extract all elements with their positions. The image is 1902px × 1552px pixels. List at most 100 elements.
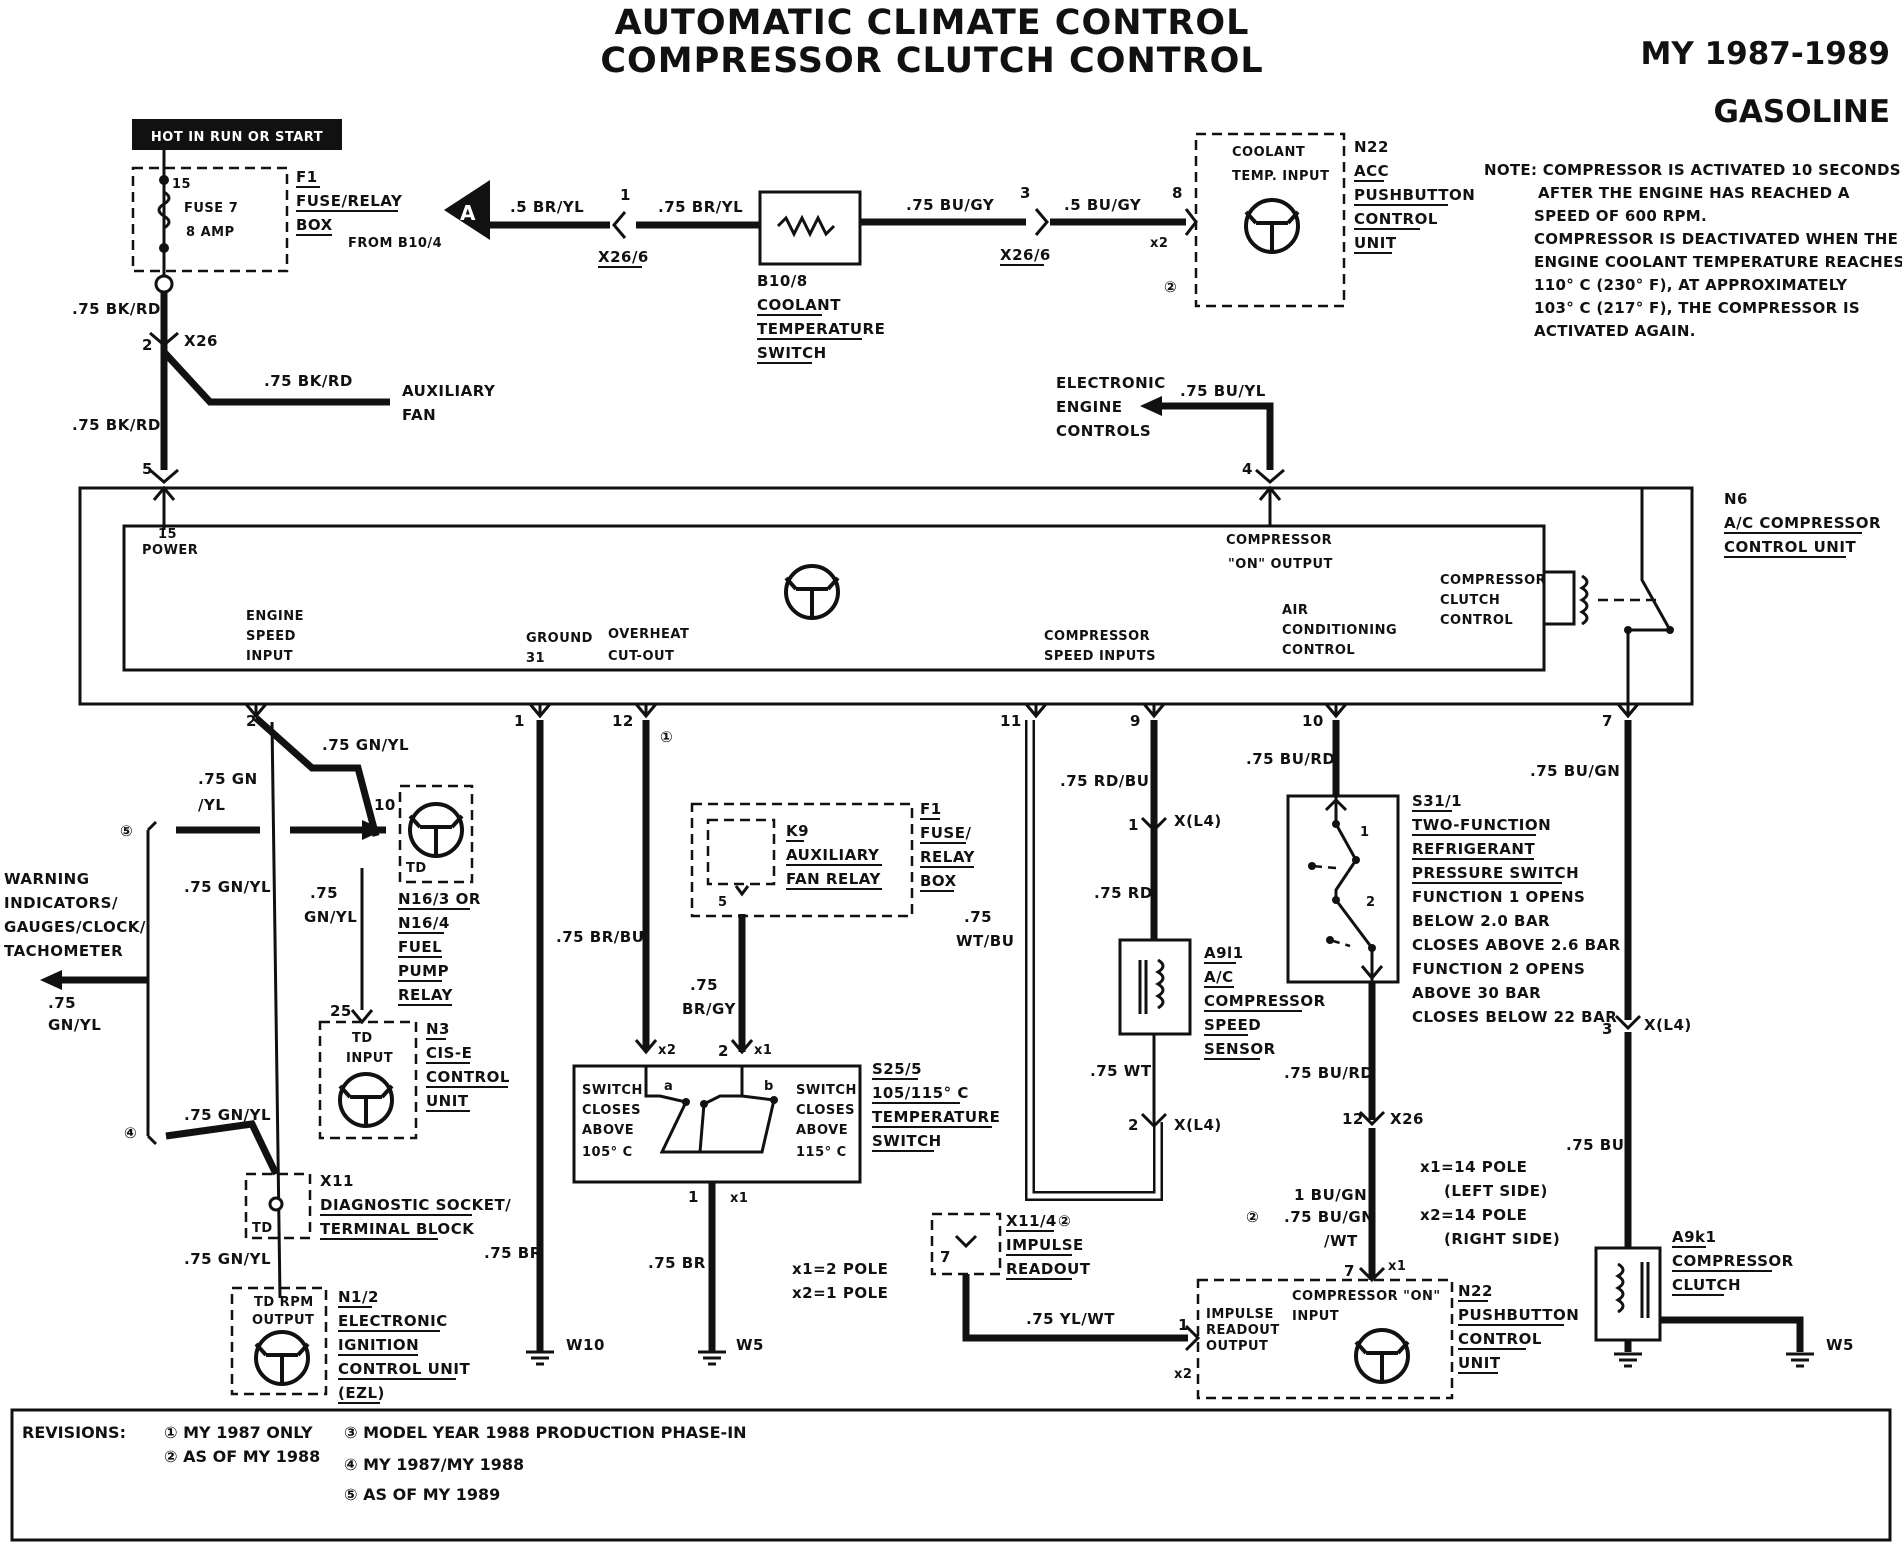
resistor-icon: [776, 214, 836, 238]
n3-in-2: INPUT: [346, 1051, 393, 1066]
n6-ovh-1: OVERHEAT: [608, 627, 689, 642]
wire-label-br-gnd: .75 BR: [484, 1244, 542, 1262]
conn-x26: X26: [184, 332, 218, 350]
pin-b12: 12: [612, 712, 634, 730]
pin-b9: 9: [1130, 712, 1141, 730]
n22-top-rev: ②: [1164, 278, 1177, 296]
n3-cis-e-unit: [318, 1020, 418, 1140]
n6-eng-3: INPUT: [246, 649, 293, 664]
connector-a-symbol: [444, 180, 490, 240]
wire-label-bugy-2: .5 BU/GY: [1064, 196, 1142, 214]
n16-td: TD: [406, 861, 427, 876]
n16-relay: [398, 784, 474, 884]
n6-power-label: POWER: [142, 543, 198, 558]
fuse-icon: [157, 190, 171, 230]
pin-4: 4: [1242, 460, 1253, 478]
n22-top-transistor-icon: [1244, 198, 1300, 254]
a9k1-compressor-clutch: [1594, 1246, 1662, 1342]
s25-switch-a-icon: [644, 1066, 706, 1154]
wire-label-gn: .75 GN: [198, 770, 258, 788]
s25-right-2: CLOSES: [796, 1103, 855, 1118]
hot-label: HOT IN RUN OR START: [151, 130, 323, 145]
n6-bottom-pins: [244, 703, 1640, 719]
s31-desc-6: CLOSES ABOVE 2.6 BAR: [1412, 936, 1621, 954]
n6-csi-2: SPEED INPUTS: [1044, 649, 1156, 664]
s25-right-4: 115° C: [796, 1145, 847, 1160]
n16-transistor-icon: [408, 802, 464, 858]
k9-code: K9: [786, 822, 809, 840]
s31-pole-1b: (LEFT SIDE): [1444, 1182, 1548, 1200]
n22-top-desc-4: UNIT: [1354, 234, 1397, 252]
pin-3-top: 3: [1020, 184, 1031, 202]
connector-a-letter: A: [460, 201, 476, 225]
pin-1-top: 1: [620, 186, 631, 204]
clutch-xl4: X(L4): [1644, 1016, 1692, 1034]
n16-pin: 10: [374, 796, 396, 814]
f1-desc-1: FUSE/RELAY: [296, 192, 403, 210]
note-line-8: ACTIVATED AGAIN.: [1534, 322, 1696, 340]
fuse-amp: 8 AMP: [186, 225, 235, 240]
pin-b10: 10: [1302, 712, 1324, 730]
warn-3: GAUGES/CLOCK/: [4, 918, 146, 936]
n6-clutch-3: CONTROL: [1440, 613, 1513, 628]
aux-fan-2: FAN: [402, 406, 436, 424]
title-line-2: COMPRESSOR CLUTCH CONTROL: [600, 41, 1263, 81]
n22b-transistor-icon: [1354, 1328, 1410, 1384]
wire-label-bugn-clutch: .75 BU/GN: [1530, 762, 1620, 780]
n3-desc-2: CONTROL: [426, 1068, 510, 1086]
note-line-5: ENGINE COOLANT TEMPERATURE REACHES: [1534, 253, 1902, 271]
wire-gnyl-vertical: [270, 721, 282, 1299]
speed-pin-1: 1: [1128, 816, 1139, 834]
wire-label-ylwt: .75 YL/WT: [1026, 1310, 1115, 1328]
k9-desc-2: FAN RELAY: [786, 870, 881, 888]
rev5-marker: ⑤: [120, 822, 133, 840]
a9l1-code: A9l1: [1204, 944, 1244, 962]
pin-b12-rev: ①: [660, 728, 673, 746]
wire-label-gnyl-2: GN/YL: [304, 908, 357, 926]
n6-inner-box: [122, 524, 1546, 672]
s31-pole-2b: (RIGHT SIDE): [1444, 1230, 1560, 1248]
note-line-4: COMPRESSOR IS DEACTIVATED WHEN THE: [1534, 230, 1898, 248]
b10-desc-1: COOLANT: [757, 296, 841, 314]
n6-clutch-1: COMPRESSOR: [1440, 573, 1546, 588]
fuse-box-outline: [131, 166, 289, 273]
speed-sensor-coil-icon: [1155, 958, 1165, 1010]
wire-label-buyl: .75 BU/YL: [1180, 382, 1266, 400]
b10-desc-3: SWITCH: [757, 344, 827, 362]
revision-4: ④ MY 1987/MY 1988: [344, 1455, 524, 1474]
x114-code: X11/4: [1006, 1212, 1057, 1230]
warn-wire-2: GN/YL: [48, 1016, 101, 1034]
note-line-7: 103° C (217° F), THE COMPRESSOR IS: [1534, 299, 1860, 317]
n12-desc-3: CONTROL UNIT: [338, 1360, 470, 1378]
s31-code: S31/1: [1412, 792, 1462, 810]
fuse-name: FUSE 7: [184, 201, 238, 216]
s25-left-3: ABOVE: [582, 1123, 634, 1138]
s31-desc-7: FUNCTION 2 OPENS: [1412, 960, 1585, 978]
ground-w5-left-icon: [696, 1350, 728, 1366]
s25-desc-3: SWITCH: [872, 1132, 942, 1150]
engine-type: GASOLINE: [1713, 94, 1890, 130]
wire-yl-wt: [962, 1274, 1188, 1342]
n3-code: N3: [426, 1020, 450, 1038]
pin-b11: 11: [1000, 712, 1022, 730]
f1b-code: F1: [920, 800, 942, 818]
wire-label-wt-n22: /WT: [1324, 1232, 1358, 1250]
a9l1-desc-4: SENSOR: [1204, 1040, 1276, 1058]
s25-a: a: [664, 1079, 673, 1094]
a9l1-speed-sensor: [1118, 938, 1192, 1036]
n6-gnd-1: GROUND: [526, 631, 593, 646]
n6-gnd-2: 31: [526, 651, 545, 666]
s31-1-pressure-switch: [1286, 794, 1400, 984]
s25-right-1: SWITCH: [796, 1083, 857, 1098]
s31-desc-2: REFRIGERANT: [1412, 840, 1535, 858]
warn-1: WARNING: [4, 870, 90, 888]
a9k1-code: A9k1: [1672, 1228, 1716, 1246]
wire-label-wtbu-2: WT/BU: [956, 932, 1014, 950]
n6-desc-1: A/C COMPRESSOR: [1724, 514, 1881, 532]
note-line-1: NOTE: COMPRESSOR IS ACTIVATED 10 SECONDS: [1484, 161, 1901, 179]
s31-desc-4: FUNCTION 1 OPENS: [1412, 888, 1585, 906]
s31-switch-icon: [1334, 796, 1374, 982]
model-year: MY 1987-1989: [1640, 36, 1890, 72]
s25-pole-1: x1=2 POLE: [792, 1260, 888, 1278]
